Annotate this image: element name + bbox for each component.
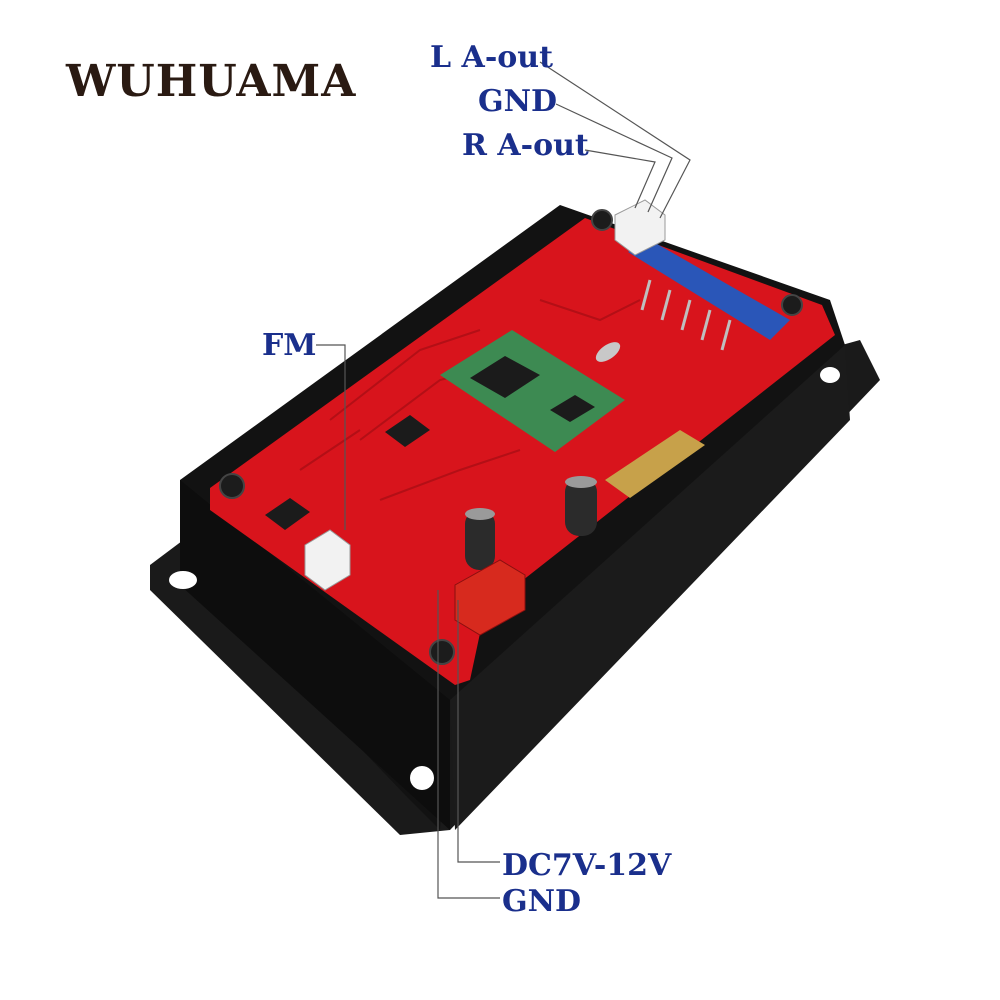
power-connector (454, 559, 526, 636)
label-gnd-top: GND (478, 84, 558, 119)
display-connector (628, 240, 790, 340)
brand-logo: WUHUAMA (66, 56, 357, 107)
screw (781, 294, 803, 316)
mounting-hole (820, 367, 840, 383)
screw (591, 209, 613, 231)
screw (429, 639, 455, 665)
mounting-hole (410, 766, 434, 790)
label-dc-input: DC7V-12V (502, 848, 672, 883)
pcb-antenna (605, 430, 705, 498)
crystal (595, 342, 621, 362)
leader-lines (316, 61, 691, 899)
label-l-aout: L A-out (430, 40, 553, 75)
fm-connector (304, 529, 351, 591)
mounting-hole (169, 571, 197, 589)
label-gnd-bottom: GND (502, 884, 582, 919)
label-r-aout: R A-out (462, 128, 589, 163)
audio-out-connector (614, 199, 666, 256)
ic-chip (385, 415, 430, 447)
ic-chip (265, 498, 310, 530)
screw (219, 473, 245, 499)
capacitor (465, 510, 495, 570)
label-fm: FM (262, 328, 317, 363)
pcb-board (210, 218, 835, 685)
case-side-face (450, 345, 850, 830)
capacitor (565, 478, 597, 536)
case-front-face (180, 480, 450, 830)
bluetooth-module (440, 330, 625, 452)
